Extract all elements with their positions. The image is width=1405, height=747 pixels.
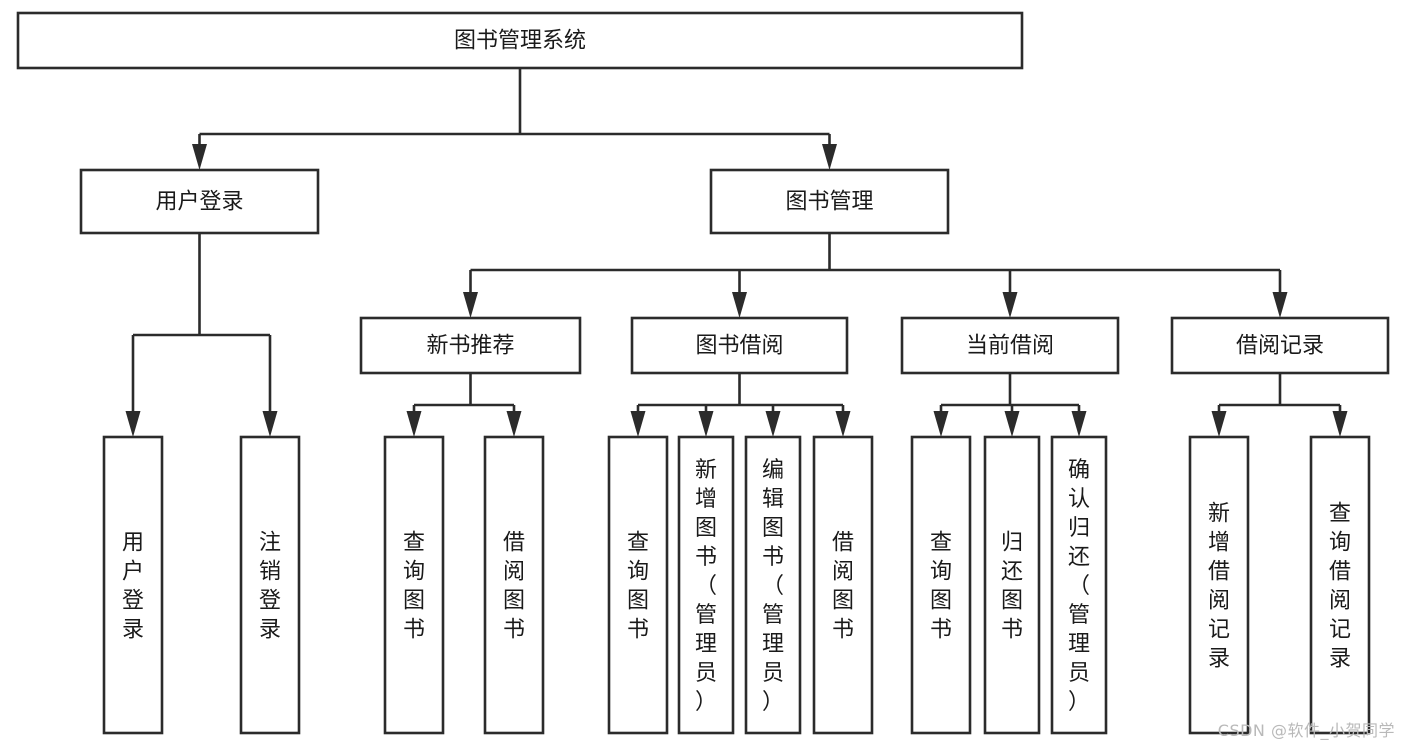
node-leaf-add-book[interactable]: 新增图书（管理员） <box>677 435 735 735</box>
node-leaf-add-record[interactable]: 新增借阅记录 <box>1188 435 1250 735</box>
arrow-head-leaf-query-book-3 <box>933 411 949 437</box>
node-label-book-manage: 图书管理 <box>785 190 873 215</box>
node-box-leaf-edit-book <box>744 435 802 735</box>
arrow-head-leaf-edit-book <box>765 411 781 437</box>
node-label-user-login: 用户登录 <box>155 190 243 215</box>
node-current-borrow[interactable]: 当前借阅 <box>900 316 1120 375</box>
arrow-head-leaf-query-book-1 <box>406 411 422 437</box>
arrow-head-current-borrow <box>1002 292 1018 318</box>
node-user-login[interactable]: 用户登录 <box>79 168 320 235</box>
node-label-leaf-user-logout: 注销登录 <box>259 531 281 643</box>
node-layer: 图书管理系统用户登录图书管理新书推荐图书借阅当前借阅借阅记录用户登录注销登录查询… <box>16 11 1390 735</box>
node-label-new-book-rec: 新书推荐 <box>426 334 514 359</box>
node-label-leaf-add-record: 新增借阅记录 <box>1208 502 1230 672</box>
node-book-manage[interactable]: 图书管理 <box>709 168 950 235</box>
node-box-leaf-query-book-1 <box>383 435 445 735</box>
node-leaf-query-book-3[interactable]: 查询图书 <box>910 435 972 735</box>
node-leaf-borrow-book-1[interactable]: 借阅图书 <box>483 435 545 735</box>
arrow-head-leaf-return-book <box>1004 411 1020 437</box>
node-box-leaf-add-record <box>1188 435 1250 735</box>
node-leaf-user-login[interactable]: 用户登录 <box>102 435 164 735</box>
node-label-current-borrow: 当前借阅 <box>966 334 1054 359</box>
node-leaf-query-book-1[interactable]: 查询图书 <box>383 435 445 735</box>
arrow-head-leaf-user-login <box>125 411 141 437</box>
node-box-root <box>16 11 1024 70</box>
arrow-head-leaf-confirm-return <box>1071 411 1087 437</box>
arrow-head-book-manage <box>822 144 837 170</box>
node-label-leaf-edit-book: 编辑图书（管理员） <box>762 458 784 715</box>
node-label-leaf-query-record: 查询借阅记录 <box>1329 502 1351 672</box>
arrow-head-book-borrow <box>732 292 747 318</box>
node-box-leaf-add-book <box>677 435 735 735</box>
connector-layer <box>125 68 1348 437</box>
node-box-book-manage <box>709 168 950 235</box>
arrow-head-user-login <box>192 144 207 170</box>
node-box-leaf-borrow-book-2 <box>812 435 874 735</box>
node-label-leaf-return-book: 归还图书 <box>1001 531 1023 643</box>
arrow-head-leaf-add-record <box>1211 411 1227 437</box>
node-label-leaf-user-login: 用户登录 <box>122 531 144 643</box>
node-box-user-login <box>79 168 320 235</box>
node-box-current-borrow <box>900 316 1120 375</box>
arrow-head-borrow-record <box>1272 292 1288 318</box>
node-leaf-query-record[interactable]: 查询借阅记录 <box>1309 435 1371 735</box>
node-leaf-borrow-book-2[interactable]: 借阅图书 <box>812 435 874 735</box>
node-label-leaf-query-book-3: 查询图书 <box>930 531 952 643</box>
node-root[interactable]: 图书管理系统 <box>16 11 1024 70</box>
node-box-leaf-query-book-2 <box>607 435 669 735</box>
node-label-leaf-query-book-1: 查询图书 <box>403 531 425 643</box>
node-box-leaf-borrow-book-1 <box>483 435 545 735</box>
node-box-leaf-confirm-return <box>1050 435 1108 735</box>
node-label-root: 图书管理系统 <box>454 29 586 54</box>
node-label-leaf-add-book: 新增图书（管理员） <box>695 458 717 715</box>
node-leaf-query-book-2[interactable]: 查询图书 <box>607 435 669 735</box>
node-box-leaf-query-book-3 <box>910 435 972 735</box>
node-box-leaf-user-login <box>102 435 164 735</box>
arrow-head-leaf-borrow-book-2 <box>835 411 851 437</box>
arrow-head-leaf-user-logout <box>262 411 278 437</box>
node-book-borrow[interactable]: 图书借阅 <box>630 316 849 375</box>
arrow-head-leaf-add-book <box>698 411 714 437</box>
node-box-leaf-query-record <box>1309 435 1371 735</box>
node-label-leaf-borrow-book-2: 借阅图书 <box>832 531 854 643</box>
node-box-new-book-rec <box>359 316 582 375</box>
node-leaf-return-book[interactable]: 归还图书 <box>983 435 1041 735</box>
arrow-head-leaf-query-book-2 <box>630 411 646 437</box>
node-box-leaf-return-book <box>983 435 1041 735</box>
node-borrow-record[interactable]: 借阅记录 <box>1170 316 1390 375</box>
node-box-leaf-user-logout <box>239 435 301 735</box>
node-label-leaf-borrow-book-1: 借阅图书 <box>503 531 525 643</box>
arrow-head-new-book-rec <box>463 292 478 318</box>
node-box-borrow-record <box>1170 316 1390 375</box>
node-label-book-borrow: 图书借阅 <box>695 334 783 359</box>
node-leaf-confirm-return[interactable]: 确认归还（管理员） <box>1050 435 1108 735</box>
arrow-head-leaf-borrow-book-1 <box>506 411 522 437</box>
node-label-leaf-query-book-2: 查询图书 <box>627 531 649 643</box>
node-label-leaf-confirm-return: 确认归还（管理员） <box>1068 458 1090 715</box>
node-box-book-borrow <box>630 316 849 375</box>
node-new-book-rec[interactable]: 新书推荐 <box>359 316 582 375</box>
arrow-head-leaf-query-record <box>1332 411 1348 437</box>
node-label-borrow-record: 借阅记录 <box>1236 334 1324 359</box>
node-leaf-user-logout[interactable]: 注销登录 <box>239 435 301 735</box>
node-leaf-edit-book[interactable]: 编辑图书（管理员） <box>744 435 802 735</box>
